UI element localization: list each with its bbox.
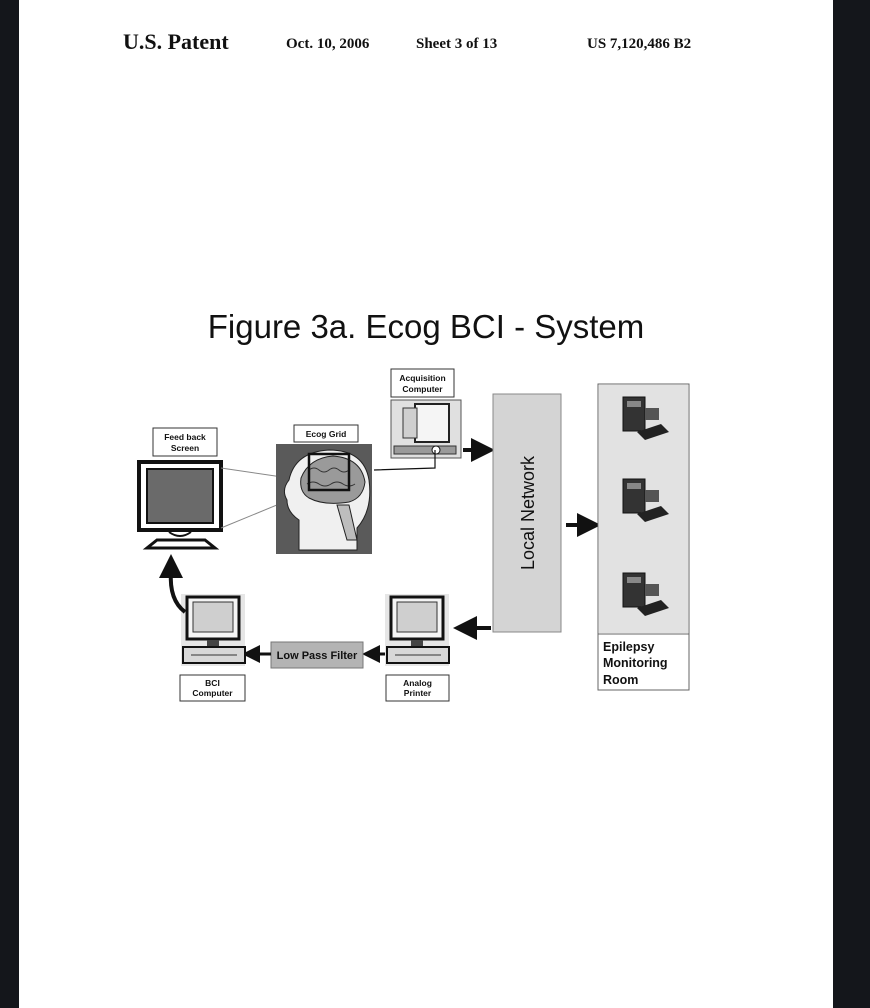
brain-head-image (276, 444, 372, 554)
bci-computer-label: BCI Computer (179, 674, 246, 702)
ecog-grid-label: Ecog Grid (293, 424, 359, 443)
patent-page: U.S. Patent Oct. 10, 2006 Sheet 3 of 13 … (19, 0, 833, 1008)
svg-text:BCI: BCI (205, 678, 220, 688)
svg-text:Ecog Grid: Ecog Grid (306, 429, 347, 439)
svg-text:Low Pass Filter: Low Pass Filter (277, 650, 358, 662)
svg-text:Acquisition: Acquisition (399, 373, 445, 383)
acquisition-computer-label: Acquisition Computer (390, 368, 455, 398)
svg-text:Printer: Printer (404, 688, 432, 698)
svg-text:Room: Room (603, 673, 638, 687)
svg-text:Feed back: Feed back (164, 432, 206, 442)
epilepsy-room-label: Epilepsy Monitoring Room (603, 640, 668, 687)
local-network-box: Local Network (492, 393, 562, 633)
bci-computer-icon (181, 594, 246, 666)
feedback-screen-label: Feed back Screen (152, 427, 218, 457)
server-icon (622, 572, 669, 616)
figure-title: Figure 3a. Ecog BCI - System (207, 308, 645, 345)
acquisition-computer-icon (390, 399, 462, 459)
server-icon (622, 396, 669, 440)
svg-text:Computer: Computer (402, 384, 443, 394)
analog-printer-label: Analog Printer (385, 674, 450, 702)
svg-text:Screen: Screen (171, 443, 199, 453)
svg-text:Epilepsy: Epilepsy (603, 640, 654, 654)
svg-text:Local Network: Local Network (518, 455, 538, 570)
header-sheet: Sheet 3 of 13 (416, 36, 498, 52)
svg-text:Computer: Computer (192, 688, 233, 698)
low-pass-filter-box: Low Pass Filter (270, 641, 364, 669)
svg-text:Monitoring: Monitoring (603, 656, 668, 670)
header-patent-number: US 7,120,486 B2 (587, 36, 692, 52)
server-icon (622, 478, 669, 522)
analog-printer-icon (385, 594, 450, 666)
system-diagram: Acquisition Computer Feed back Screen (137, 368, 690, 702)
feedback-monitor-icon (137, 460, 223, 550)
header-date: Oct. 10, 2006 (286, 36, 370, 52)
header-publisher: U.S. Patent (123, 29, 229, 54)
svg-text:Analog: Analog (403, 678, 432, 688)
